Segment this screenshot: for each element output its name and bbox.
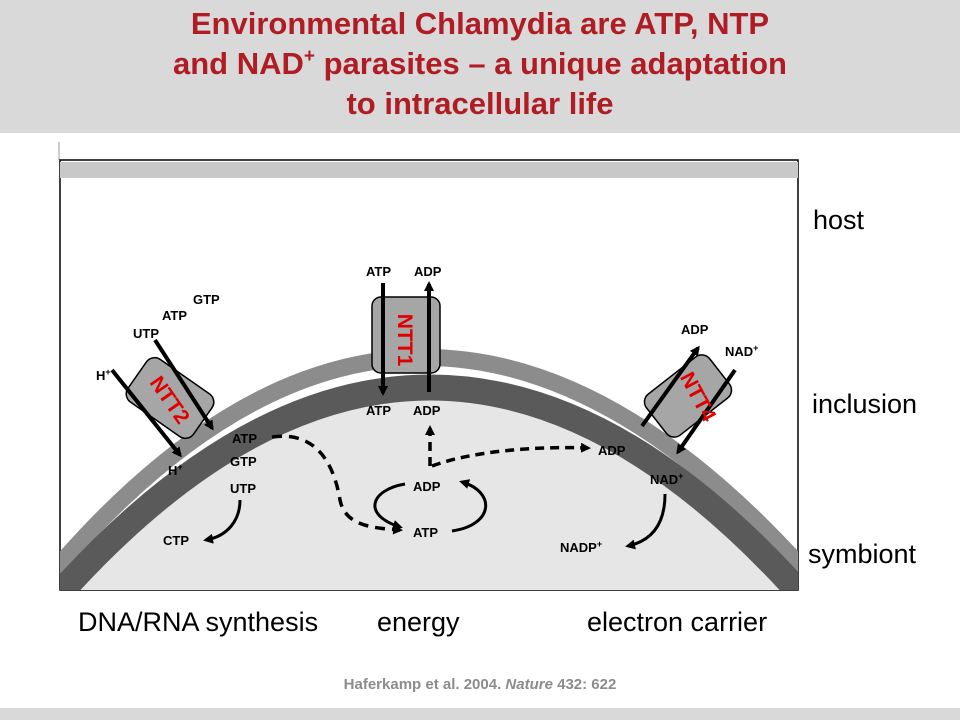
ntt2-body [125, 356, 215, 440]
ntt1-transporter: NTT1 [371, 281, 441, 396]
ntt4-adp-export-arrow [640, 345, 700, 428]
title-line-2-rest: parasites – a unique adaptation [314, 46, 787, 81]
ntt2-h-in-letter: H [168, 463, 177, 478]
ntt2-atp-in: ATP [232, 431, 257, 446]
title-line-1: Environmental Chlamydia are ATP, NTP [190, 6, 770, 41]
title-band [0, 0, 960, 133]
cycle-right-arrow [451, 479, 488, 533]
footer-band [0, 708, 960, 720]
title-nad-plus: + [303, 46, 315, 67]
energy-adp: ADP [413, 479, 441, 494]
zone-label-host: host [813, 205, 865, 235]
ntt4-nadp-plus: + [597, 539, 602, 549]
ntt2-h-out-letter: H [96, 368, 105, 383]
citation-ref: 432: 622 [552, 676, 617, 693]
category-dna-rna: DNA/RNA synthesis [78, 607, 319, 637]
ntt4-nadp-text: NADP [560, 540, 597, 555]
citation: Haferkamp et al. 2004. Nature 432: 622 [0, 676, 960, 693]
ntt2-atp-out: ATP [162, 308, 187, 323]
title-line-2: and NAD+ parasites – a unique adaptation [0, 44, 960, 84]
ntt1-atp-in: ATP [366, 403, 391, 418]
ntt4-nad-in-plus: + [678, 471, 683, 481]
utp-to-ctp-arrow [203, 499, 242, 544]
ntt1-adp-out: ADP [414, 264, 442, 279]
ntt4-nad-in-text: NAD [650, 472, 678, 487]
ntt4-adp-in: ADP [598, 443, 626, 458]
zone-label-symbiont: symbiont [808, 539, 917, 569]
ntt2-h-out: H+ [96, 367, 111, 383]
cycle-left-arrow [373, 482, 406, 530]
ntt4-nadp: NADP+ [560, 539, 602, 555]
citation-authors: Haferkamp et al. 2004. [343, 676, 506, 693]
nad-to-nadp-arrow [625, 493, 667, 550]
category-energy: energy [377, 607, 460, 637]
slide-title: Environmental Chlamydia are ATP, NTP and… [0, 4, 960, 124]
ntt4-adp-out: ADP [681, 322, 709, 337]
ntt1-label: NTT1 [393, 314, 416, 367]
ntt2-h-arrow [110, 368, 182, 458]
host-top-bar [60, 162, 798, 178]
ntt4-transporter: NTT4 [640, 345, 737, 455]
ntt4-nad-in: NAD+ [650, 471, 683, 487]
ntt2-ntp-arrow [153, 338, 214, 431]
ntt2-ctp: CTP [163, 533, 189, 548]
zone-label-inclusion: inclusion [812, 389, 918, 419]
ntt2-h-out-plus: + [105, 367, 110, 377]
ntt1-adp-in: ADP [413, 403, 441, 418]
ntt4-nad-out-plus: + [753, 343, 758, 353]
title-line-3: to intracellular life [346, 86, 614, 121]
ntt2-transporter: NTT2 [110, 338, 215, 458]
ntt4-nad-out: NAD+ [725, 343, 758, 359]
energy-to-ntt4-dashed-arrow [431, 442, 591, 468]
title-nad: and NAD [172, 46, 304, 81]
ntt2-h-in: H+ [168, 462, 183, 478]
energy-atp: ATP [413, 525, 438, 540]
category-electron: electron carrier [587, 607, 768, 637]
ntt1-atp-out: ATP [366, 264, 391, 279]
ntt2-h-in-plus: + [177, 462, 182, 472]
ntt4-nad-import-arrow [676, 368, 737, 455]
citation-journal: Nature [505, 676, 553, 693]
ntt2-gtp-out: GTP [193, 292, 220, 307]
ntt2-utp-out: UTP [133, 326, 159, 341]
ntt1-body [371, 296, 441, 374]
ntt4-nad-out-text: NAD [725, 344, 753, 359]
ntt2-gtp-in: GTP [230, 454, 257, 469]
inclusion-membrane [60, 374, 798, 590]
ntt2-utp-in: UTP [230, 481, 256, 496]
